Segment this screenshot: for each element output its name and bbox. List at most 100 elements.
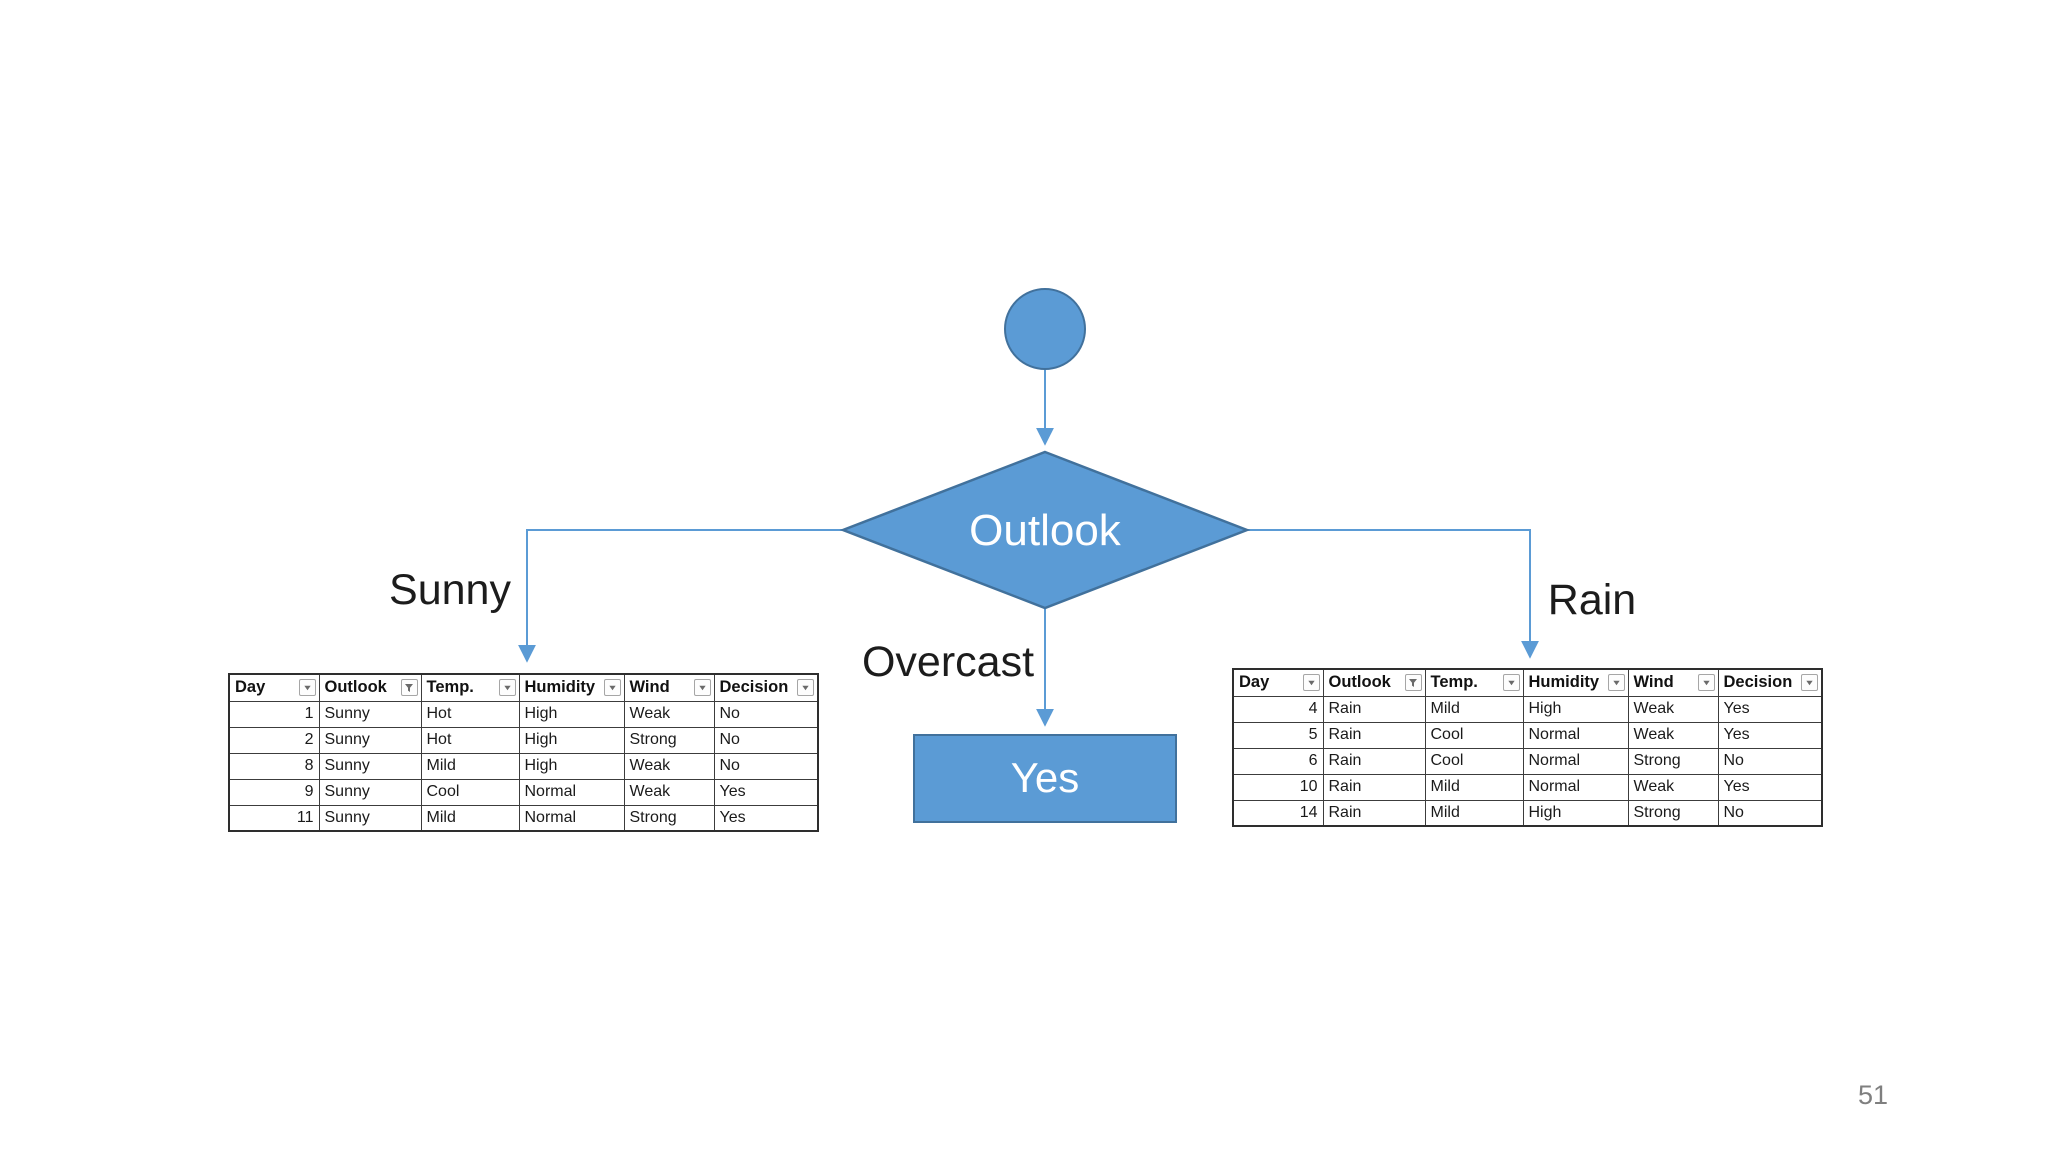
table-cell: 4	[1232, 695, 1324, 723]
table-cell: Mild	[1424, 773, 1524, 801]
table-cell: Mild	[420, 804, 520, 832]
table-cell: High	[518, 700, 625, 728]
table-cell: Rain	[1322, 799, 1426, 827]
yes-leaf-node: Yes	[913, 734, 1177, 823]
column-header-label: Humidity	[524, 678, 596, 697]
table-cell: High	[518, 752, 625, 780]
table-cell: Strong	[623, 804, 715, 832]
table-cell: Mild	[1424, 695, 1524, 723]
dropdown-filter-icon	[298, 679, 316, 697]
table-cell: 10	[1232, 773, 1324, 801]
table-cell: Sunny	[318, 726, 422, 754]
table-cell: Hot	[420, 726, 520, 754]
table-cell: Mild	[420, 752, 520, 780]
branch-label-sunny: Sunny	[389, 566, 511, 614]
table-cell: Rain	[1322, 695, 1426, 723]
branch-label-rain: Rain	[1547, 576, 1637, 624]
column-header-label: Wind	[629, 678, 670, 697]
table-cell: No	[1717, 747, 1823, 775]
column-header-label: Wind	[1633, 673, 1674, 692]
column-header-label: Temp.	[426, 678, 474, 697]
table-cell: Mild	[1424, 799, 1524, 827]
table-cell: Sunny	[318, 700, 422, 728]
column-header-wind: Wind	[623, 673, 715, 702]
column-header-label: Day	[235, 678, 266, 697]
sunny-branch-connector	[518, 529, 843, 663]
table-cell: 9	[228, 778, 320, 806]
column-header-temp: Temp.	[1424, 668, 1524, 697]
table-cell: Weak	[623, 752, 715, 780]
table-cell: Normal	[1522, 721, 1629, 749]
table-cell: Weak	[623, 700, 715, 728]
table-cell: Normal	[518, 804, 625, 832]
table-cell: 8	[228, 752, 320, 780]
table-cell: No	[713, 752, 819, 780]
column-header-outlook: Outlook	[318, 673, 422, 702]
column-header-humidity: Humidity	[1522, 668, 1629, 697]
column-header-decision: Decision	[713, 673, 819, 702]
branch-label-overcast: Overcast	[861, 638, 1035, 686]
table-cell: Sunny	[318, 804, 422, 832]
table-cell: No	[1717, 799, 1823, 827]
table-cell: High	[1522, 799, 1629, 827]
table-cell: High	[1522, 695, 1629, 723]
column-header-day: Day	[228, 673, 320, 702]
table-cell: Weak	[1627, 695, 1719, 723]
column-header-wind: Wind	[1627, 668, 1719, 697]
column-header-label: Outlook	[1328, 673, 1391, 692]
table-cell: Yes	[713, 804, 819, 832]
dropdown-filter-icon	[693, 679, 711, 697]
table-cell: 11	[228, 804, 320, 832]
column-header-label: Decision	[719, 678, 789, 697]
table-cell: Rain	[1322, 773, 1426, 801]
dropdown-filter-icon	[1607, 674, 1625, 692]
start-node-circle-icon	[1004, 288, 1086, 370]
dropdown-filter-icon	[1801, 674, 1818, 692]
dropdown-filter-icon	[797, 679, 814, 697]
dropdown-filter-icon	[1302, 674, 1320, 692]
page-number: 51	[1858, 1080, 1889, 1110]
table-cell: Weak	[1627, 721, 1719, 749]
table-cell: Cool	[1424, 721, 1524, 749]
table-cell: Hot	[420, 700, 520, 728]
table-cell: High	[518, 726, 625, 754]
column-header-day: Day	[1232, 668, 1324, 697]
dropdown-filter-icon	[1502, 674, 1520, 692]
table-cell: Yes	[713, 778, 819, 806]
column-header-label: Decision	[1723, 673, 1793, 692]
table-cell: 2	[228, 726, 320, 754]
table-cell: Sunny	[318, 752, 422, 780]
table-cell: Weak	[1627, 773, 1719, 801]
column-header-decision: Decision	[1717, 668, 1823, 697]
yes-node-label: Yes	[1010, 754, 1080, 801]
table-cell: Yes	[1717, 721, 1823, 749]
table-cell: Weak	[623, 778, 715, 806]
table-cell: Strong	[1627, 799, 1719, 827]
table-cell: Cool	[1424, 747, 1524, 775]
funnel-filter-icon	[1404, 674, 1422, 692]
dropdown-filter-icon	[1697, 674, 1715, 692]
column-header-label: Outlook	[324, 678, 387, 697]
table-cell: Sunny	[318, 778, 422, 806]
rain-branch-connector	[1247, 529, 1539, 659]
outlook-decision-diamond	[839, 450, 1251, 610]
table-cell: Cool	[420, 778, 520, 806]
table-cell: No	[713, 700, 819, 728]
table-cell: 1	[228, 700, 320, 728]
table-cell: No	[713, 726, 819, 754]
table-cell: 5	[1232, 721, 1324, 749]
column-header-temp: Temp.	[420, 673, 520, 702]
table-cell: Yes	[1717, 773, 1823, 801]
